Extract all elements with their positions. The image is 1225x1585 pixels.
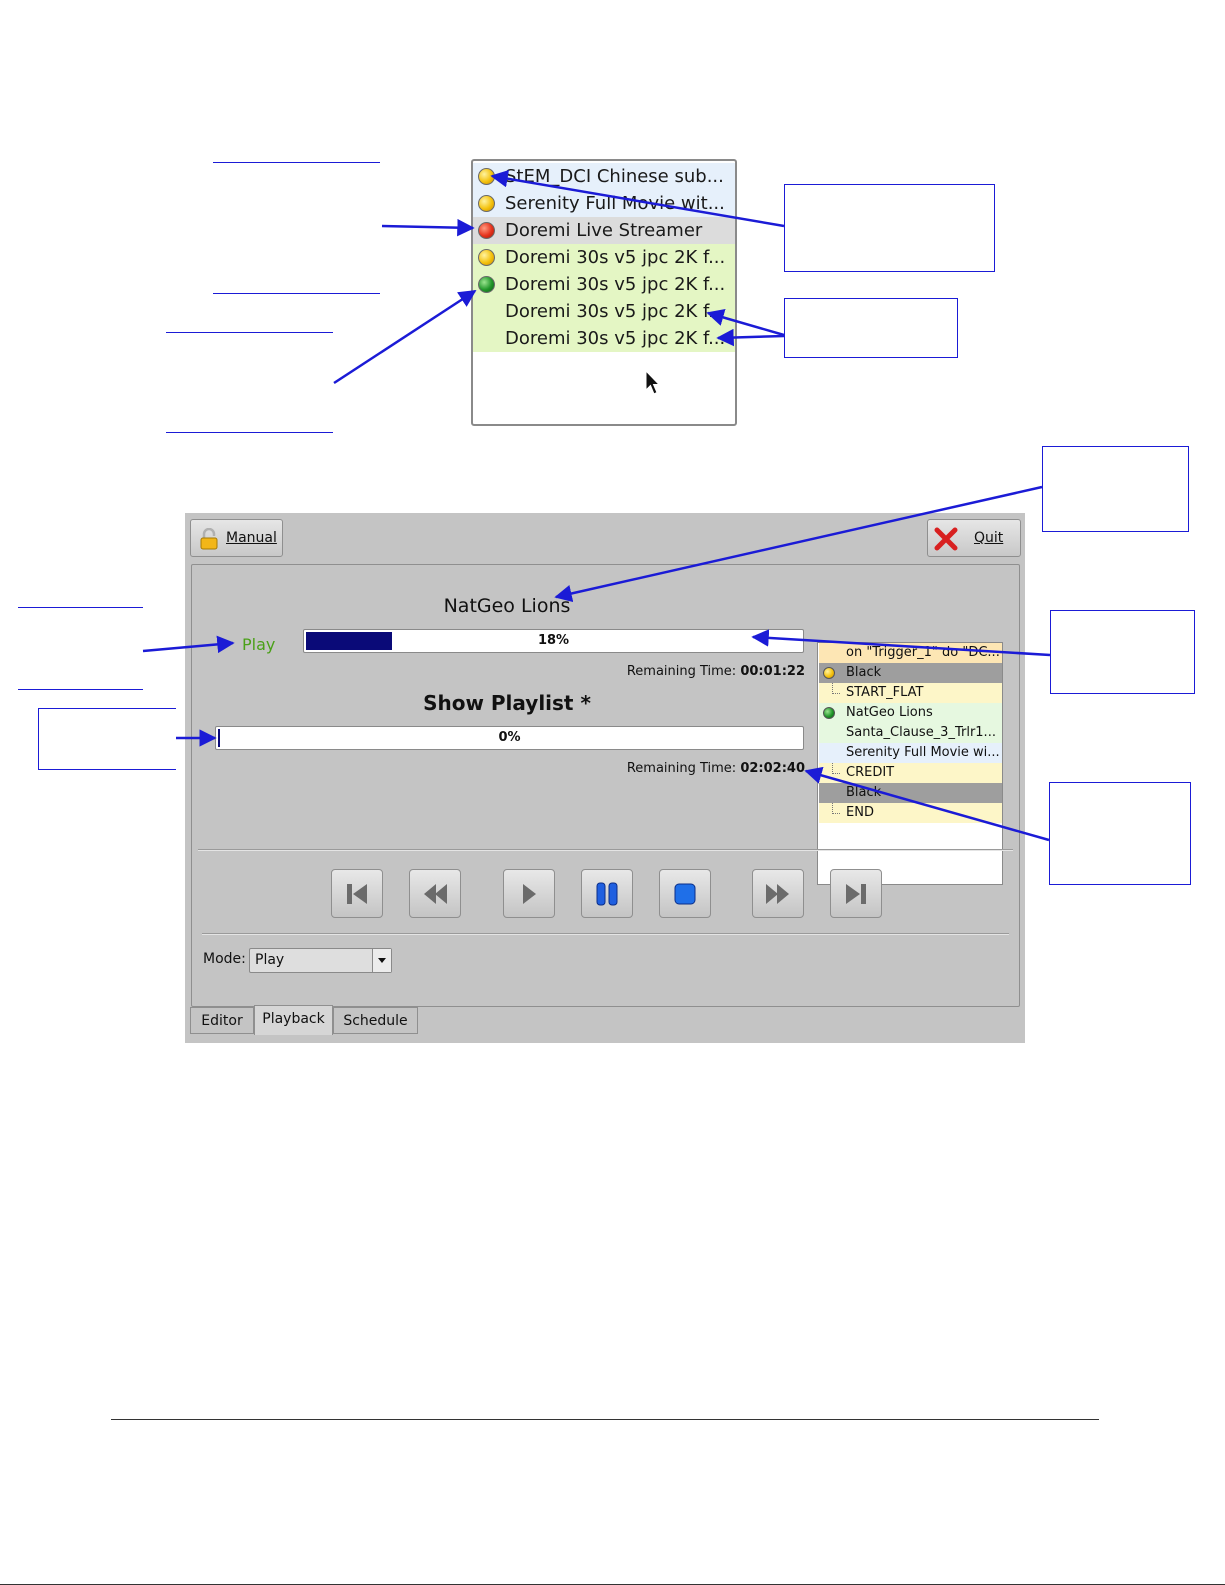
tab-schedule[interactable]: Schedule (333, 1007, 418, 1034)
annotation-callout-box (1042, 446, 1189, 532)
dropdown-arrow[interactable] (372, 949, 391, 972)
current-progress-text: 18% (537, 633, 570, 648)
stop-button[interactable] (659, 869, 711, 918)
tree-branch-icon (832, 803, 840, 814)
annotation-underline (213, 162, 380, 163)
list-item[interactable]: StEM_DCI Chinese sub... (473, 163, 735, 190)
annotation-callout-box (784, 298, 958, 358)
divider (202, 933, 1009, 935)
playback-panel: Play NatGeo Lions 18% Remaining Time: 00… (191, 564, 1020, 1007)
playback-state-label: Play (242, 635, 276, 654)
annotation-underline (166, 332, 333, 333)
list-item[interactable]: Doremi 30s v5 jpc 2K f... (473, 271, 735, 298)
playlist-title: Show Playlist * (423, 691, 591, 715)
annotation-arrow (381, 218, 475, 237)
fast-forward-icon (766, 884, 789, 904)
playlist-progress-bar: 0% (215, 726, 804, 750)
zoomed-status-list: StEM_DCI Chinese sub... Serenity Full Mo… (471, 159, 737, 426)
list-item[interactable]: Doremi 30s v5 jpc 2K f... (473, 244, 735, 271)
padlock-icon (200, 528, 218, 550)
play-icon (523, 884, 536, 904)
current-item-title: NatGeo Lions (443, 595, 571, 617)
annotation-bracket-box (38, 708, 176, 770)
status-dot-icon (823, 707, 835, 719)
tree-row[interactable]: CREDIT (819, 763, 1002, 783)
list-item[interactable]: Doremi 30s v5 jpc 2K f... (473, 325, 735, 352)
tree-row[interactable]: Santa_Clause_3_Trlr1... (819, 723, 1002, 743)
rewind-icon (424, 884, 447, 904)
skip-to-end-icon (846, 884, 866, 904)
tab-playback[interactable]: Playback (254, 1005, 333, 1035)
tab-editor[interactable]: Editor (190, 1007, 254, 1034)
fast-forward-button[interactable] (752, 869, 804, 918)
mouse-cursor-icon (645, 370, 661, 395)
skip-to-end-button[interactable] (830, 869, 882, 918)
tree-branch-icon (832, 683, 840, 694)
annotation-underline (166, 432, 333, 433)
status-dot-icon (823, 667, 835, 679)
pause-button[interactable] (581, 869, 633, 918)
divider (198, 849, 1013, 851)
play-button[interactable] (503, 869, 555, 918)
manual-button[interactable]: Manual (190, 519, 283, 557)
annotation-underline (213, 293, 380, 294)
tree-row[interactable]: Serenity Full Movie wi... (819, 743, 1002, 763)
annotation-underline (18, 689, 143, 690)
tree-row[interactable]: Black (819, 783, 1002, 803)
annotation-callout-box (784, 184, 995, 272)
status-dot-icon (478, 222, 495, 239)
annotation-callout-box (1050, 610, 1195, 694)
tree-row[interactable]: NatGeo Lions (819, 703, 1002, 723)
rewind-button[interactable] (409, 869, 461, 918)
stop-icon (674, 883, 696, 905)
skip-to-start-icon (347, 884, 367, 904)
playlist-progress-text: 0% (498, 730, 521, 745)
red-x-icon (934, 527, 958, 551)
current-remaining-time: Remaining Time: 00:01:22 (626, 664, 805, 679)
status-dot-icon (478, 249, 495, 266)
status-dot-icon (478, 168, 495, 185)
tree-row[interactable]: END (819, 803, 1002, 823)
mode-select[interactable]: Play (249, 948, 392, 973)
annotation-underline (18, 607, 143, 608)
list-item[interactable]: Serenity Full Movie wit... (473, 190, 735, 217)
playlist-progress-fill (218, 729, 220, 747)
annotation-callout-box (1049, 782, 1191, 885)
tree-row[interactable]: on "Trigger_1" do "DC... (819, 643, 1002, 663)
annotation-arrow (333, 289, 477, 385)
quit-button[interactable]: Quit (927, 519, 1021, 557)
pause-icon (596, 882, 618, 906)
skip-to-start-button[interactable] (331, 869, 383, 918)
current-item-progress-bar: 18% (303, 629, 804, 653)
status-dot-icon (478, 276, 495, 293)
tree-row[interactable]: Black (819, 663, 1002, 683)
tree-row[interactable]: START_FLAT (819, 683, 1002, 703)
footer-rule (111, 1419, 1099, 1420)
tree-branch-icon (832, 763, 840, 774)
mode-label: Mode: (203, 951, 246, 967)
playlist-remaining-time: Remaining Time: 02:02:40 (626, 761, 805, 776)
chevron-down-icon (378, 958, 386, 963)
list-item[interactable]: Doremi 30s v5 jpc 2K f... (473, 298, 735, 325)
list-item[interactable]: Doremi Live Streamer (473, 217, 735, 244)
status-dot-icon (478, 195, 495, 212)
current-progress-fill (306, 632, 392, 650)
playback-window: Manual Quit Play NatGeo Lions 18% Remain… (185, 513, 1025, 1043)
